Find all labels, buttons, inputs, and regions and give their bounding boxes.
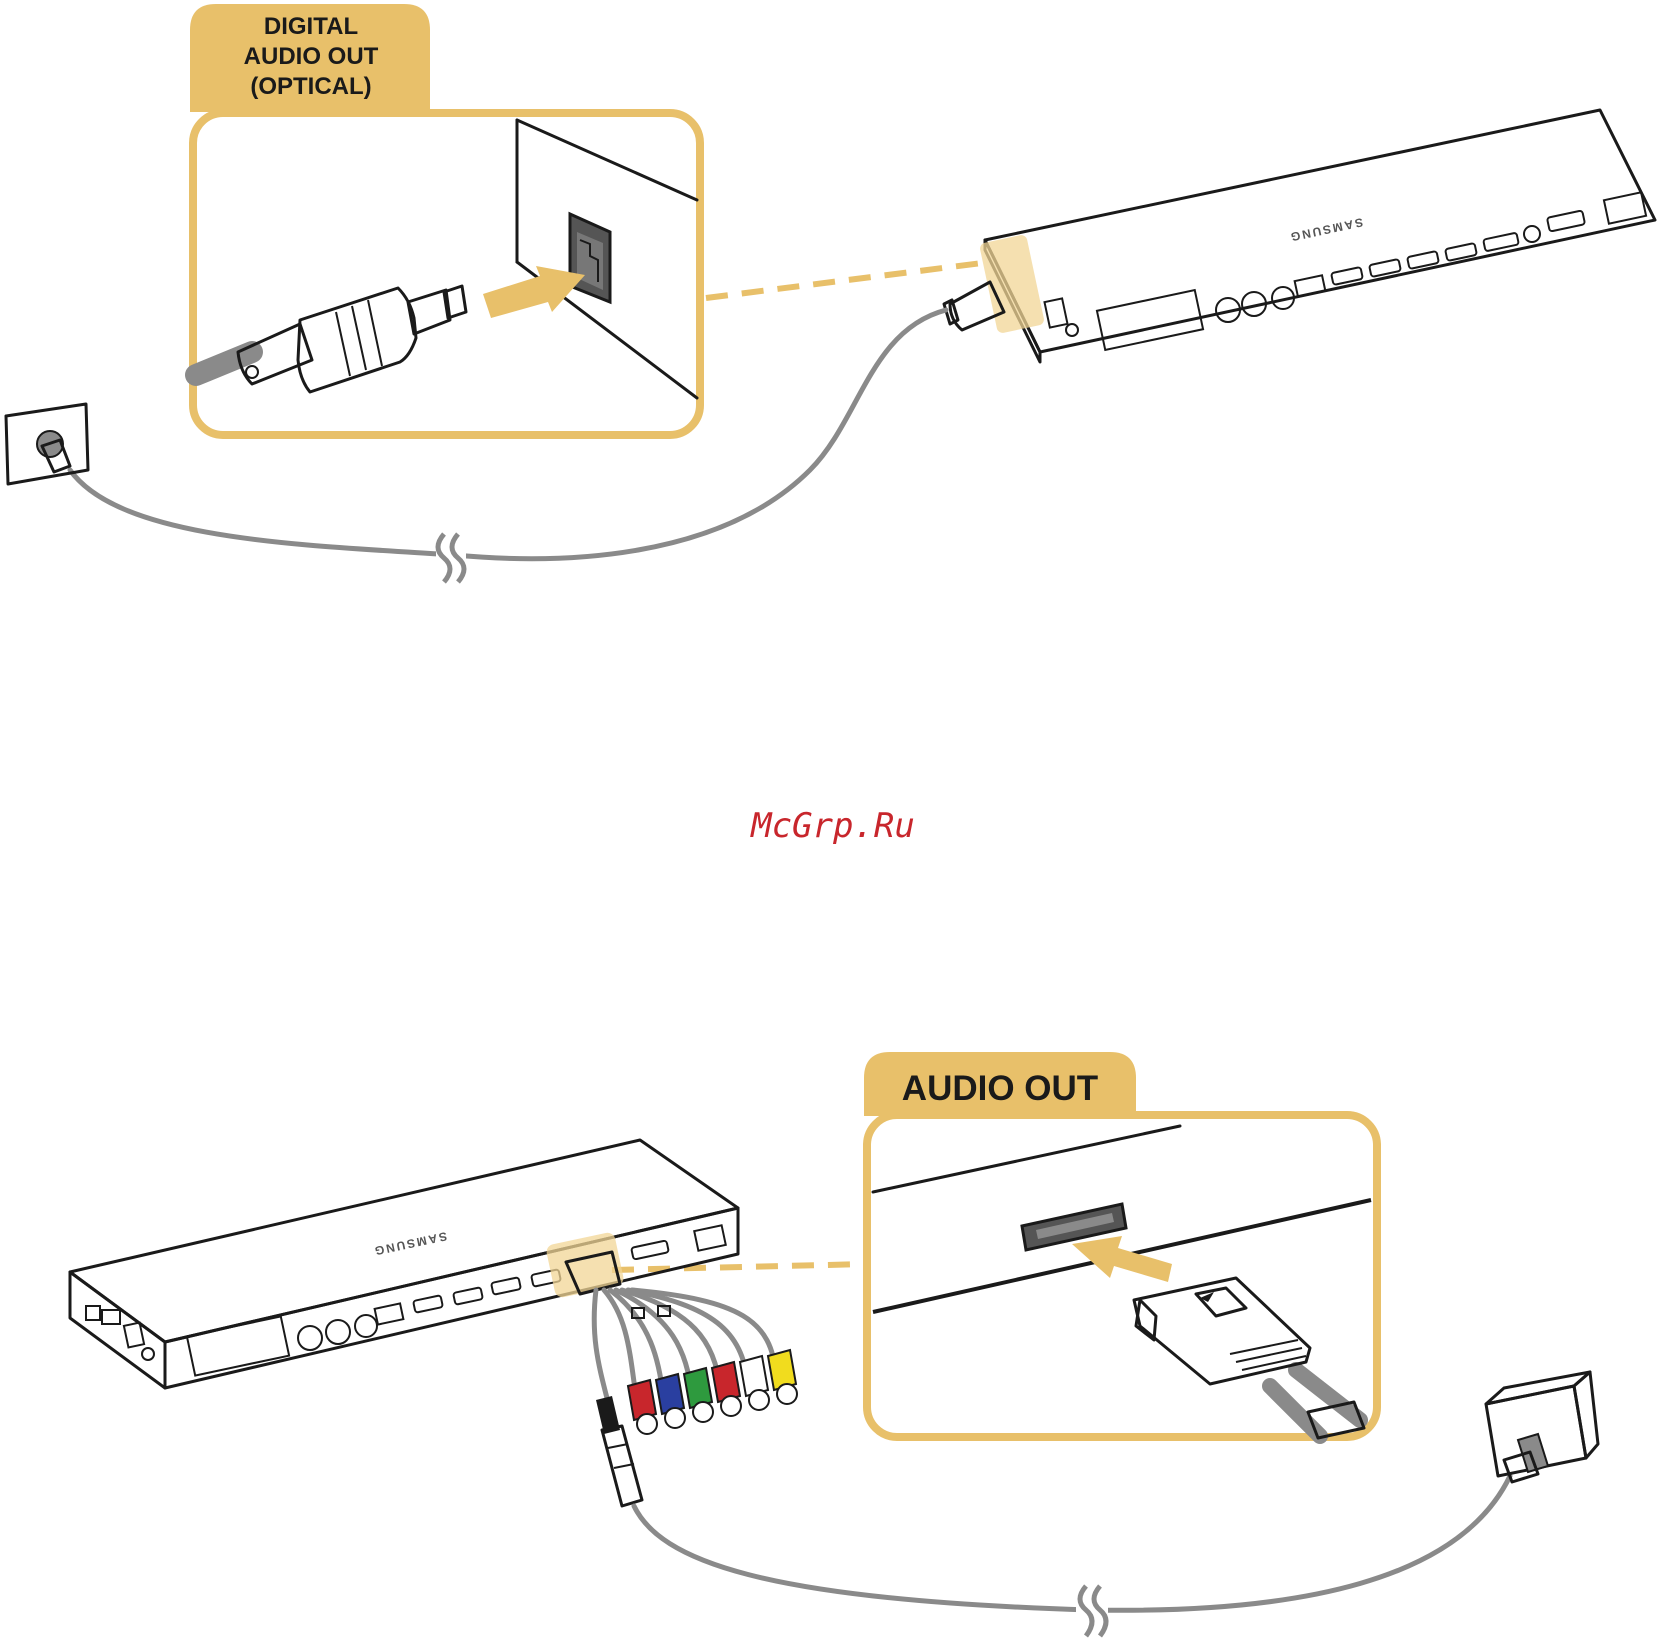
callout-frame-audio-out [867, 1115, 1377, 1437]
rca-plug-green [684, 1368, 713, 1422]
receiver-outlet-icon [1486, 1372, 1598, 1482]
audio-out-port-highlight [545, 1231, 625, 1298]
top-diagram: DIGITAL AUDIO OUT (OPTICAL) [6, 4, 1655, 582]
rca-plug-red-1 [628, 1380, 657, 1434]
one-connect-box-top: SAMSUNG [979, 110, 1655, 362]
audio-cable-bottom [634, 1476, 1510, 1610]
watermark-text: McGrp.Ru [750, 806, 915, 846]
cable-break-icon [436, 534, 466, 582]
callout-label-line-3: (OPTICAL) [250, 73, 371, 100]
rca-plug-yellow [768, 1350, 797, 1404]
callout-frame-optical [193, 113, 700, 435]
callout-label-audio-out: AUDIO OUT [902, 1069, 1098, 1108]
rca-plug-white [740, 1356, 769, 1410]
callout-leader-top [706, 262, 990, 298]
callout-label-line-1: DIGITAL [264, 13, 358, 40]
bottom-diagram: AUDIO OUT [70, 1052, 1598, 1636]
device-brand-bottom: SAMSUNG [372, 1229, 449, 1258]
callout-label-line-2: AUDIO OUT [244, 43, 379, 70]
device-brand-top: SAMSUNG [1288, 215, 1365, 244]
callout-leader-bottom [612, 1264, 868, 1270]
rca-plug-red-2 [712, 1362, 741, 1416]
one-connect-box-bottom: SAMSUNG [70, 1140, 738, 1388]
cable-break-icon-bottom [1076, 1586, 1108, 1636]
wall-outlet-icon [6, 404, 88, 484]
port-row-top [1044, 192, 1646, 350]
rca-plug-blue [656, 1374, 685, 1428]
